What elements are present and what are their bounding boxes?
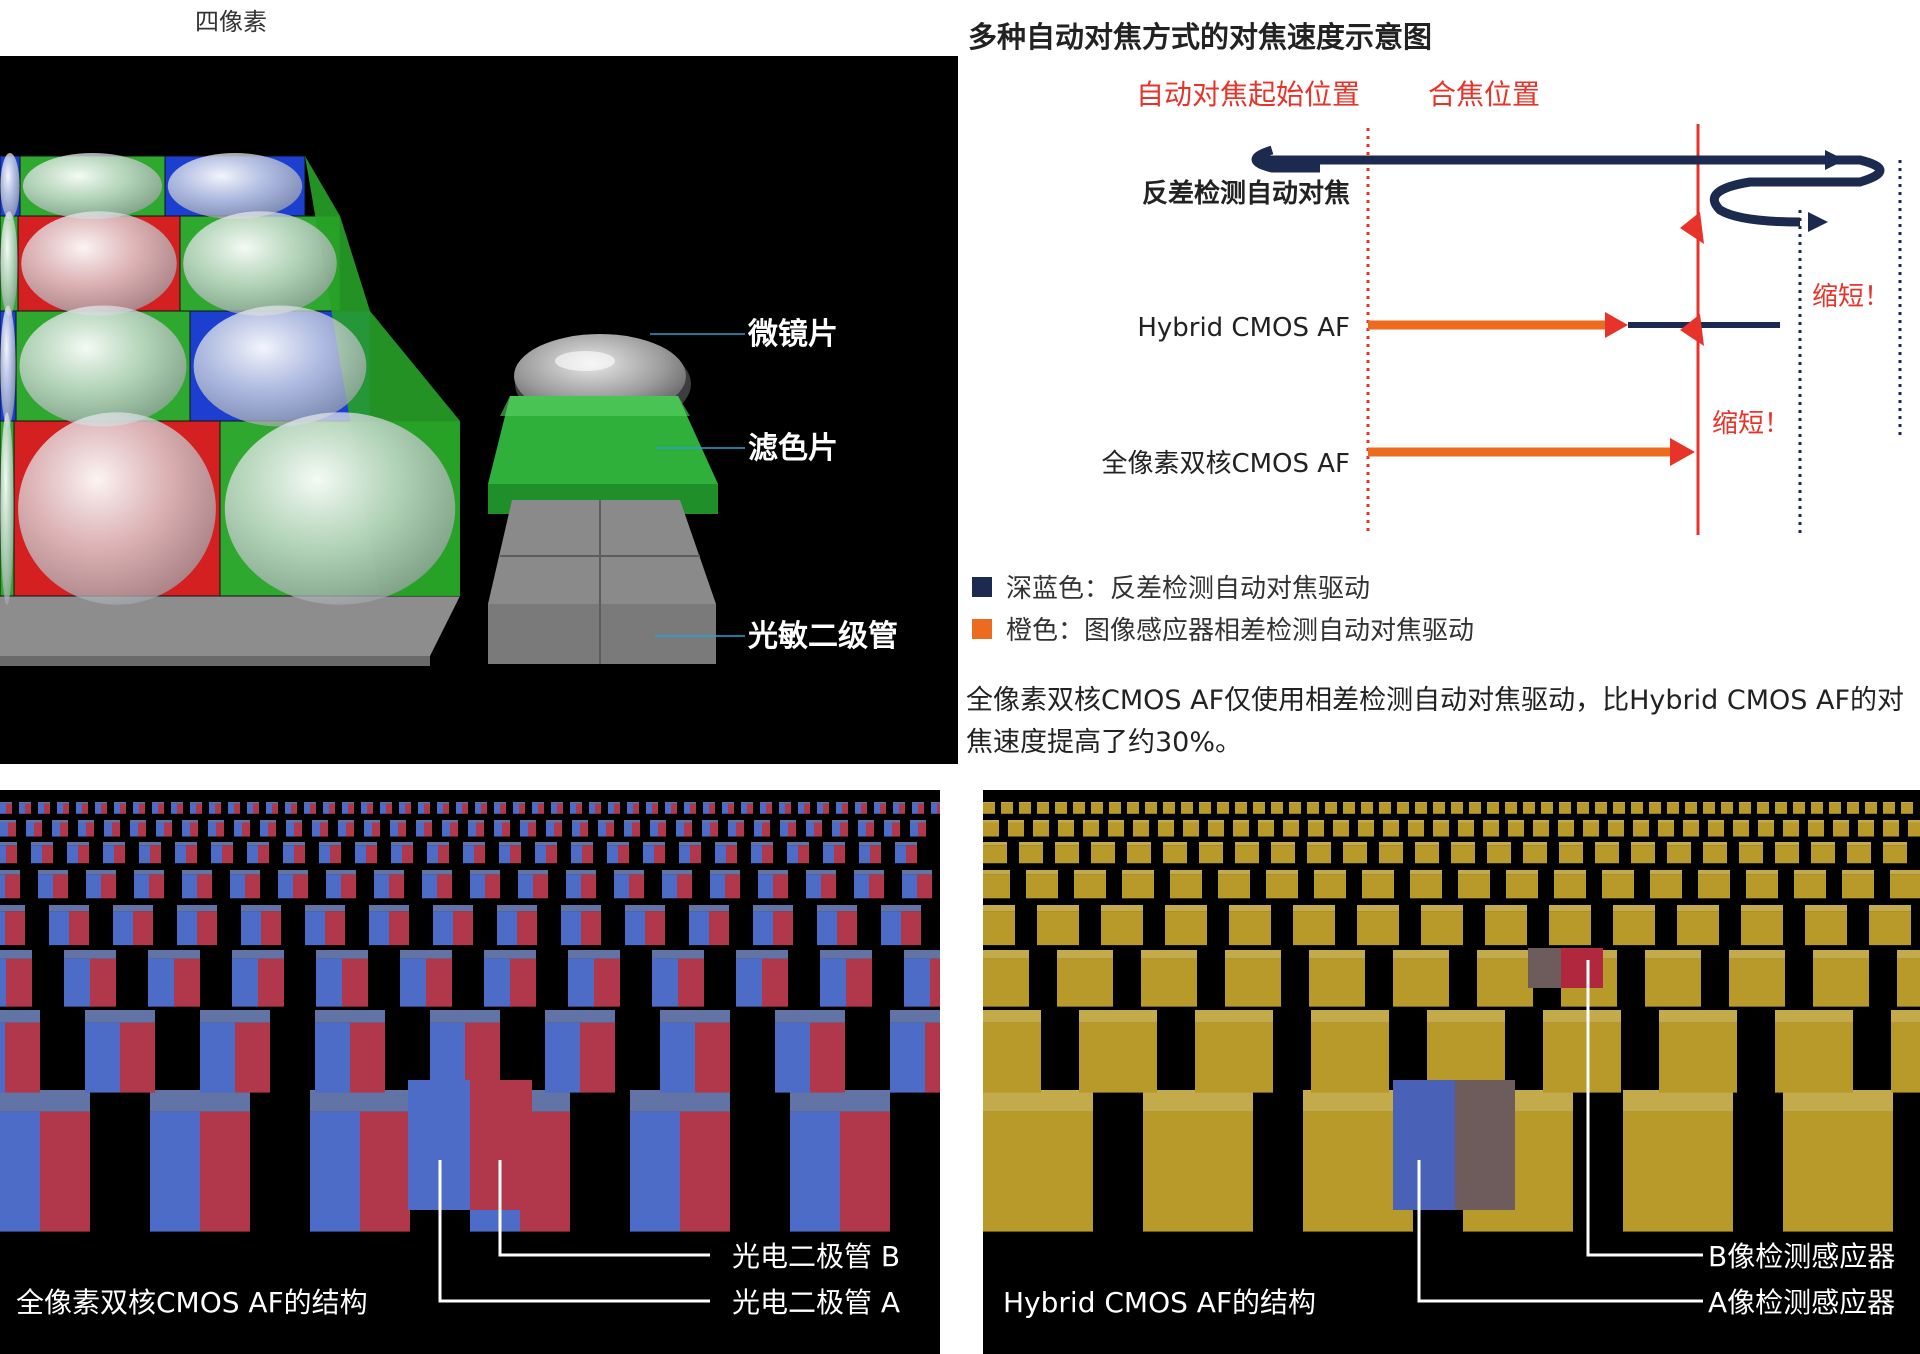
exploded-photodiode: [488, 500, 716, 664]
top-left-caption: 四像素: [195, 8, 267, 36]
color-filter-label: 滤色片: [748, 431, 838, 466]
row-label-hybrid: Hybrid CMOS AF: [1137, 313, 1350, 343]
a-sensor-block: [1393, 1080, 1455, 1210]
microlens: [19, 305, 187, 427]
row-label-contrast: 反差检测自动对焦: [1142, 178, 1350, 209]
hybrid-shortened-label: 缩短！: [1812, 282, 1890, 312]
microlens: [0, 305, 16, 427]
hybrid-caption: Hybrid CMOS AF的结构: [1003, 1286, 1316, 1319]
microlens: [224, 412, 456, 605]
row-label-dual-pixel: 全像素双核CMOS AF: [1101, 449, 1350, 479]
microlens: [0, 412, 14, 605]
a-sensor-label: A像检测感应器: [1708, 1286, 1895, 1319]
microlens: [0, 211, 18, 316]
legend-swatch-navy: [972, 576, 992, 597]
legend-text-orange: 橙色：图像感应器相差检测自动对焦驱动: [1006, 616, 1475, 646]
marker-focus-label: 合焦位置: [1428, 78, 1540, 111]
contrast-af-path: [1251, 145, 1885, 227]
dual-pixel-caption: 全像素双核CMOS AF的结构: [16, 1286, 368, 1319]
legend-swatch-orange: [972, 618, 992, 639]
hybrid-structure-illustration: B像检测感应器 A像检测感应器 Hybrid CMOS AF的结构: [983, 790, 1920, 1354]
microlens: [167, 153, 303, 219]
dual-pixel-shortened-label: 缩短！: [1712, 409, 1790, 439]
sensor-layers-illustration: 微镜片 滤色片 光敏二级管: [0, 56, 958, 764]
a-sensor-shielded-half: [1455, 1080, 1515, 1210]
photodiode-a-label: 光电二极管 A: [732, 1286, 900, 1319]
af-speed-diagram: 多种自动对焦方式的对焦速度示意图 自动对焦起始位置 合焦位置 反差检测自动对焦 …: [960, 0, 1920, 770]
diagram-title: 多种自动对焦方式的对焦速度示意图: [968, 20, 1433, 54]
marker-start-label: 自动对焦起始位置: [1136, 78, 1360, 111]
photodiode-b-label: 光电二极管 B: [732, 1240, 900, 1273]
microlens-label: 微镜片: [747, 317, 838, 352]
microlens: [18, 412, 216, 605]
photodiode-label: 光敏二级管: [748, 619, 898, 654]
b-sensor-label: B像检测感应器: [1708, 1240, 1895, 1273]
microlens: [21, 211, 177, 316]
leader-line-b-sensor: [1586, 960, 1703, 1257]
b-sensor-shielded-half: [1528, 948, 1561, 988]
microlens: [22, 153, 163, 219]
dual-pixel-structure-illustration: 光电二极管 B 光电二极管 A 全像素双核CMOS AF的结构: [0, 790, 940, 1354]
leader-line-a: [438, 1160, 710, 1303]
legend-text-navy: 深蓝色：反差检测自动对焦驱动: [1006, 574, 1371, 604]
legend-item-navy: 深蓝色：反差检测自动对焦驱动: [972, 568, 1370, 605]
diagram-note: 全像素双核CMOS AF仅使用相差检测自动对焦驱动，比Hybrid CMOS A…: [966, 685, 1904, 758]
microlens: [183, 211, 337, 316]
leader-line-b: [498, 1160, 710, 1257]
microlens: [0, 153, 20, 219]
exploded-color-filter: [488, 396, 718, 514]
leader-line-a-sensor: [1417, 1160, 1703, 1303]
b-sensor-block: [1561, 948, 1603, 988]
microlens: [193, 305, 367, 427]
legend-item-orange: 橙色：图像感应器相差检测自动对焦驱动: [972, 610, 1474, 647]
